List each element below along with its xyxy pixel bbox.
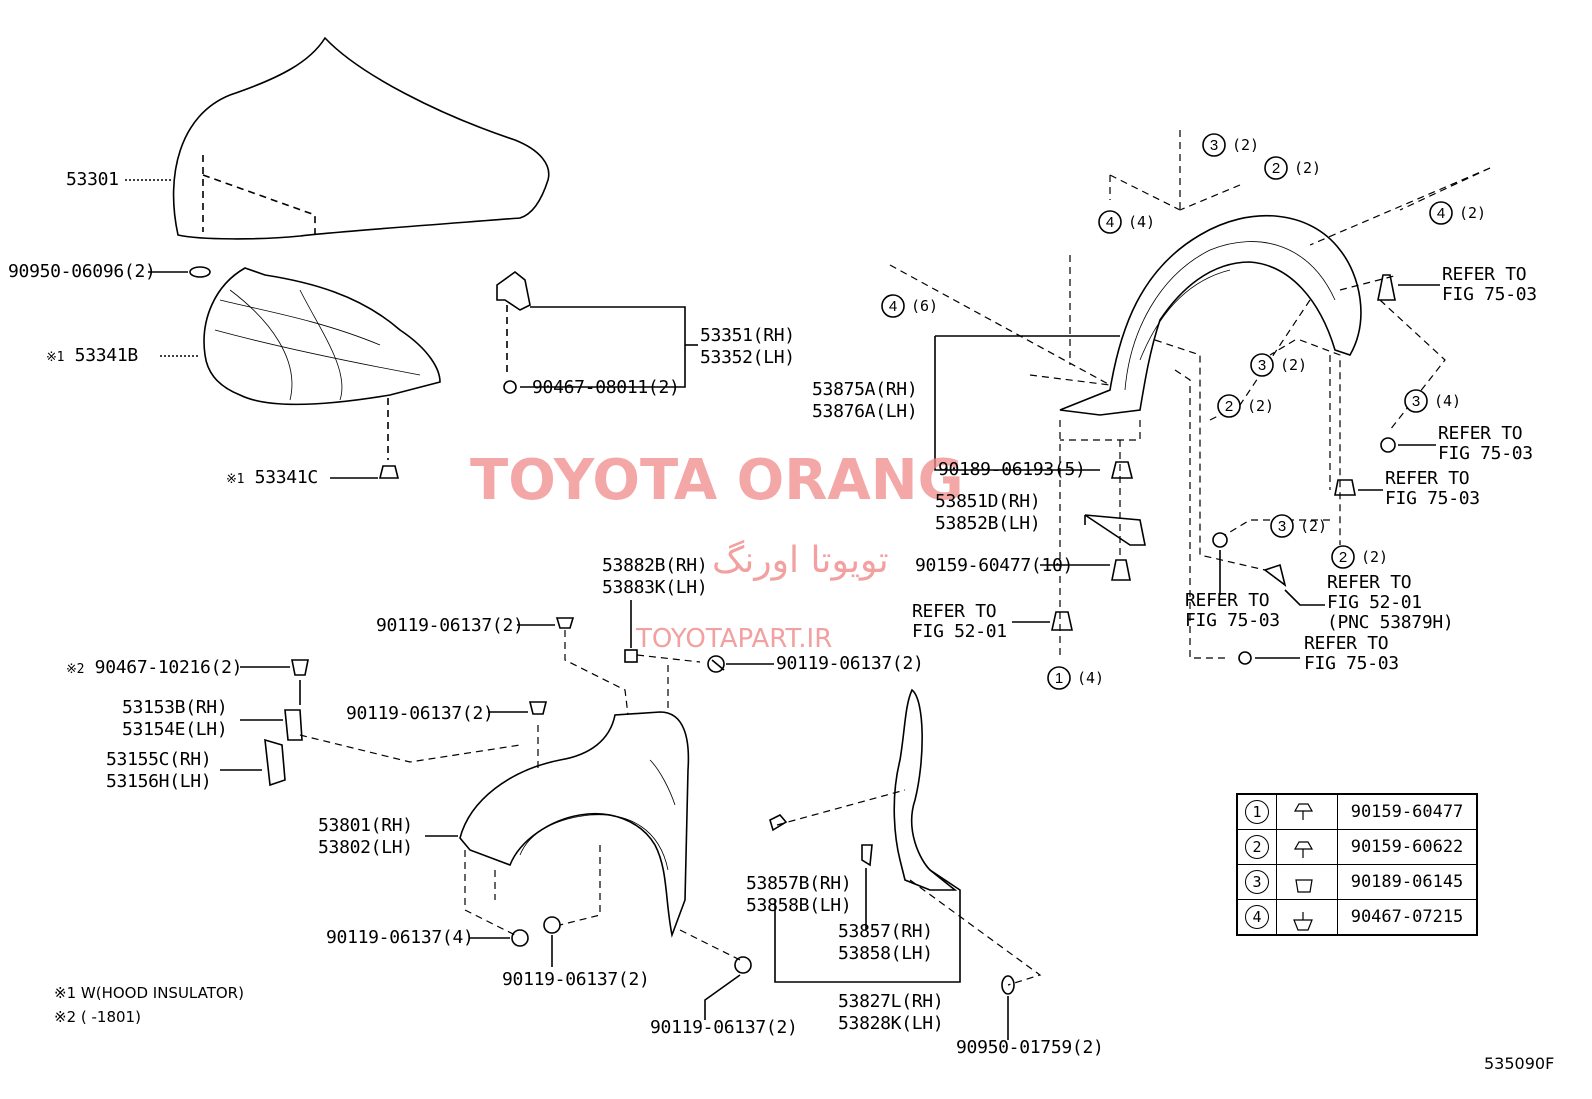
hood-insulator [203,267,441,406]
figure-code: 535090F [1484,1054,1555,1073]
label-53876a: 53876A(LH) [812,401,918,422]
label-90467-10216: ※2 90467-10216(2) [66,657,243,678]
legend-part-number: 90159-60622 [1337,829,1478,865]
fender-liner [1059,215,1362,416]
legend-number: 3 [1245,870,1269,894]
label-53156h: 53156H(LH) [106,771,212,792]
label-53154e: 53154E(LH) [122,719,228,740]
legend-number: 2 [1245,835,1269,859]
svg-text:4: 4 [1106,214,1114,231]
label-53352: 53352(LH) [700,347,795,368]
legend-row: 4 90467-07215 [1236,899,1478,936]
label-53351: 53351(RH) [700,325,795,346]
svg-text:2: 2 [1225,398,1233,415]
legend-part-number: 90189-06145 [1337,864,1478,900]
label-53875a: 53875A(RH) [812,379,918,400]
label-53827l: 53827L(RH) [838,991,944,1012]
svg-text:2: 2 [1272,160,1280,177]
label-53857b: 53857B(RH) [746,873,852,894]
callout-qty-2b: (2) [1247,397,1275,415]
label-90119-c: 90119-06137(2) [346,703,494,724]
label-53301: 53301 [66,169,119,190]
front-fender [459,711,690,938]
fender-seal [893,688,958,891]
label-53851d: 53851D(RH) [935,491,1041,512]
watermark-farsi: تویوتا اورنگ [712,540,889,581]
clip-53341c [378,465,400,479]
callout-qty-1a: (4) [1077,669,1105,687]
watermark-brand: TOYOTA ORANG [470,448,964,513]
svg-text:4: 4 [1437,205,1445,222]
label-53801: 53801(RH) [318,815,413,836]
legend-number: 4 [1245,905,1269,929]
callout-qty-3b: (2) [1280,356,1308,374]
callout-qty-2a: (2) [1294,159,1322,177]
legend-number: 1 [1245,800,1269,824]
svg-text:3: 3 [1210,137,1218,154]
label-90950-01759: 90950-01759(2) [956,1037,1104,1058]
label-90950-06096: 90950-06096(2) [8,261,156,282]
label-53858: 53858(LH) [838,943,933,964]
hood-bracket [496,270,531,311]
fastener-icon [1276,829,1338,865]
hood [172,36,550,240]
footnote-1: ※1 W(HOOD INSULATOR) [54,984,244,1002]
callout-qty-3d: (2) [1300,517,1328,535]
legend-row: 2 90159-60622 [1236,829,1478,865]
legend-part-number: 90159-60477 [1337,793,1478,830]
label-90119-f: 90119-06137(2) [650,1017,798,1038]
callout-qty-3c: (4) [1434,392,1462,410]
callout-qty-3a: (2) [1232,136,1260,154]
callout-qty-2c: (2) [1361,548,1389,566]
svg-text:3: 3 [1412,393,1420,410]
label-53341c: ※1 53341C [226,467,318,488]
label-53882b: 53882B(RH) [602,555,708,576]
label-90119-b: 90119-06137(2) [776,653,924,674]
fastener-icon [1276,864,1338,900]
label-90119-a: 90119-06137(2) [376,615,524,636]
svg-text:2: 2 [1339,549,1347,566]
label-90189-06193: 90189-06193(5) [938,459,1086,480]
legend-row: 3 90189-06145 [1236,864,1478,900]
svg-text:3: 3 [1278,518,1286,535]
label-53858b: 53858B(LH) [746,895,852,916]
svg-text:4: 4 [889,298,897,315]
watermark-site: TOYOTAPART.IR [636,624,833,654]
label-90159-60477: 90159-60477(10) [915,555,1074,576]
label-90467-08011: 90467-08011(2) [532,377,680,398]
legend-row: 1 90159-60477 [1236,793,1478,830]
footnote-2: ※2 ( -1801) [54,1008,141,1026]
label-53828k: 53828K(LH) [838,1013,944,1034]
label-90119-d: 90119-06137(4) [326,927,474,948]
label-90119-e: 90119-06137(2) [502,969,650,990]
label-53155c: 53155C(RH) [106,749,212,770]
fastener-icon [1276,793,1338,830]
label-53802: 53802(LH) [318,837,413,858]
label-53341b: ※1 53341B [46,345,138,366]
fastener-icon [1276,899,1338,936]
label-53857: 53857(RH) [838,921,933,942]
svg-text:1: 1 [1055,670,1063,687]
label-53852b: 53852B(LH) [935,513,1041,534]
callout-qty-4c: (6) [911,297,939,315]
label-53153b: 53153B(RH) [122,697,228,718]
svg-text:3: 3 [1258,357,1266,374]
callout-qty-4a: (4) [1128,213,1156,231]
fastener-legend-table: 1 90159-60477 2 90159-60622 3 90189-0614… [1236,793,1478,936]
callout-qty-4b: (2) [1459,204,1487,222]
legend-part-number: 90467-07215 [1337,899,1478,936]
label-53883k: 53883K(LH) [602,577,708,598]
